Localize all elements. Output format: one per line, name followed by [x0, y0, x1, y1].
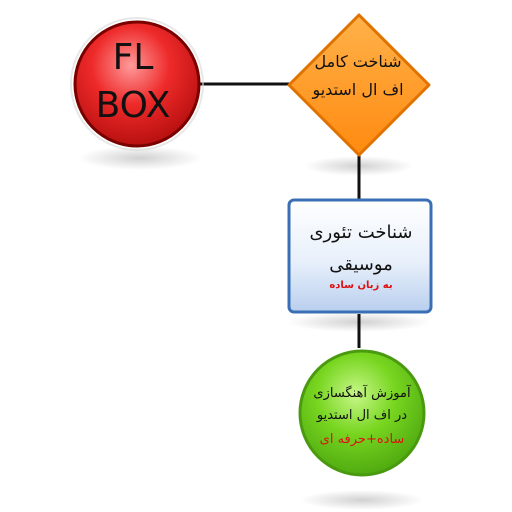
diamond-node	[287, 13, 431, 157]
green-label-line2: در اف ال استدیو	[316, 408, 408, 423]
green-node-shadow	[300, 490, 424, 510]
fl-box-node	[73, 20, 201, 148]
green-subtitle: ساده+حرفه ای	[319, 432, 405, 447]
theory-box-node	[287, 198, 433, 314]
diamond-shadow	[304, 156, 414, 176]
box-subtitle: به زبان ساده	[329, 280, 393, 291]
green-label-line1: آموزش آهنگسازی	[313, 386, 411, 401]
box-label-line2: موسیقی	[329, 254, 393, 275]
diamond-label-line1: شناخت کامل	[314, 52, 402, 71]
red-node-shadow	[78, 146, 202, 170]
fl-box-node-ring	[70, 17, 204, 151]
box-label-line1: شناخت تئوری	[309, 222, 413, 243]
box-shadow	[287, 312, 431, 332]
composition-node	[298, 349, 426, 477]
fl-box-label-line2: BOX	[95, 85, 171, 126]
fl-box-label-line1: FL	[112, 37, 154, 78]
diamond-label-line2: اف ال استدیو	[312, 80, 404, 99]
